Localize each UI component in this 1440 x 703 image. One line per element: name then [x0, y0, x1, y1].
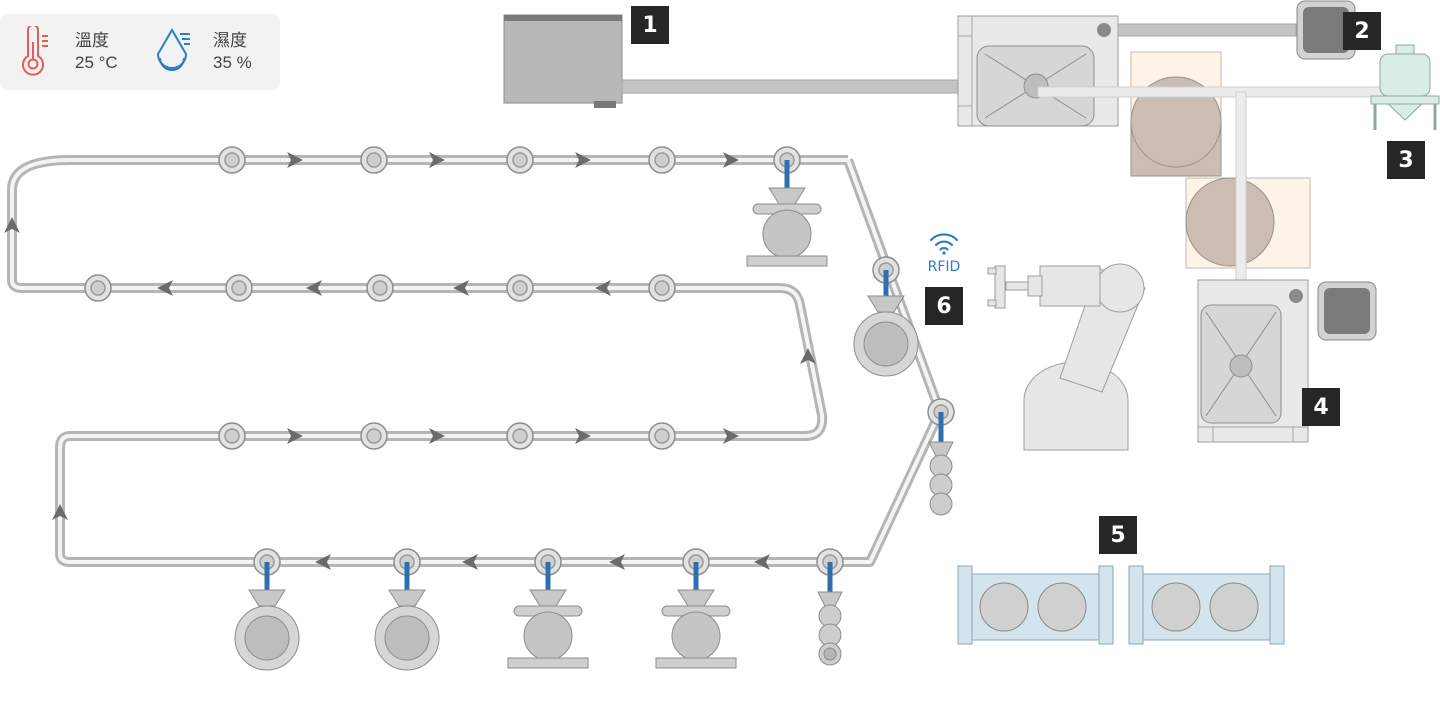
carrier-rod — [883, 270, 889, 300]
flow-arrow — [287, 428, 303, 444]
flow-arrow — [157, 280, 173, 296]
station-3-badge: 3 — [1387, 141, 1425, 179]
flow-arrow — [800, 348, 816, 364]
product-base — [655, 657, 737, 669]
conveyor-track — [7, 155, 945, 567]
product-funnel — [529, 589, 567, 607]
station-5-rollers — [957, 565, 1285, 645]
product-bead — [929, 492, 953, 516]
product-wheel-hub — [863, 321, 909, 367]
flow-arrow — [287, 152, 303, 168]
carrier-hub — [372, 280, 388, 296]
track-inner — [10, 158, 942, 564]
humidity-sensor: 濕度 35 % — [140, 14, 280, 90]
flow-arrow — [723, 152, 739, 168]
carrier-hub — [512, 152, 528, 168]
flow-arrow — [306, 280, 322, 296]
wifi-signal-icon — [928, 231, 960, 260]
product-base — [507, 657, 589, 669]
station-4-badge: 4 — [1302, 388, 1340, 426]
conveyor-arrows — [4, 152, 816, 570]
carrier-hub — [512, 428, 528, 444]
product-wheel-hub — [384, 615, 430, 661]
station-2-unit — [1296, 0, 1356, 60]
product-carriers — [84, 146, 955, 671]
carrier-rod — [264, 562, 270, 592]
station-3-tank — [1370, 44, 1440, 130]
carrier-hub — [224, 428, 240, 444]
carrier-rod — [545, 562, 551, 592]
carrier-rod — [693, 562, 699, 592]
product-funnel — [867, 295, 905, 313]
carrier-hub — [654, 280, 670, 296]
carrier-rod — [404, 562, 410, 592]
carrier-hub — [654, 428, 670, 444]
flow-arrow — [754, 554, 770, 570]
carrier-hub — [366, 152, 382, 168]
top-mixer-machine — [957, 15, 1297, 127]
carrier-hub — [90, 280, 106, 296]
flow-arrow — [595, 280, 611, 296]
product-funnel — [388, 589, 426, 607]
flow-arrow — [429, 428, 445, 444]
humidity-label: 濕度 — [213, 31, 247, 50]
environment-sensor-panel: 溫度 25 °C 濕度 35 % — [0, 14, 280, 90]
flow-arrow — [575, 152, 591, 168]
station-1-machine — [503, 14, 959, 108]
humidity-value: 35 % — [213, 53, 252, 72]
flow-arrow — [52, 504, 68, 520]
flow-arrow — [575, 428, 591, 444]
product-base — [746, 255, 828, 267]
thermometer-icon — [20, 24, 52, 81]
carrier-hub — [512, 280, 528, 296]
product-body — [523, 611, 573, 661]
product-body — [762, 209, 812, 259]
product-bead-core — [823, 647, 837, 661]
flow-arrow — [4, 217, 20, 233]
rfid-label: RFID — [927, 259, 961, 275]
carrier-hub — [231, 280, 247, 296]
station-4-mixer — [1197, 279, 1377, 443]
flow-arrow — [609, 554, 625, 570]
equipment — [503, 0, 1440, 645]
carrier-hub — [654, 152, 670, 168]
flow-arrow — [723, 428, 739, 444]
temperature-value: 25 °C — [75, 53, 118, 72]
product-funnel — [677, 589, 715, 607]
station-6-badge: 6 — [925, 287, 963, 325]
water-drop-icon — [154, 26, 194, 81]
flow-arrow — [453, 280, 469, 296]
product-funnel — [248, 589, 286, 607]
carrier-rod — [827, 562, 833, 592]
station-1-badge: 1 — [631, 6, 669, 44]
carrier-rod — [938, 412, 944, 442]
product-funnel — [768, 187, 806, 205]
robot-arm — [987, 263, 1146, 451]
carrier-hub — [224, 152, 240, 168]
station-2-badge: 2 — [1343, 12, 1381, 50]
carrier-rod — [784, 160, 790, 190]
flow-arrow — [315, 554, 331, 570]
product-funnel — [928, 441, 954, 457]
material-panels — [1130, 51, 1311, 269]
product-body — [671, 611, 721, 661]
temperature-sensor: 溫度 25 °C — [0, 14, 140, 90]
flow-arrow — [429, 152, 445, 168]
station-5-badge: 5 — [1099, 516, 1137, 554]
carrier-hub — [366, 428, 382, 444]
flow-arrow — [462, 554, 478, 570]
temperature-label: 溫度 — [75, 31, 109, 50]
product-wheel-hub — [244, 615, 290, 661]
product-funnel — [817, 591, 843, 607]
